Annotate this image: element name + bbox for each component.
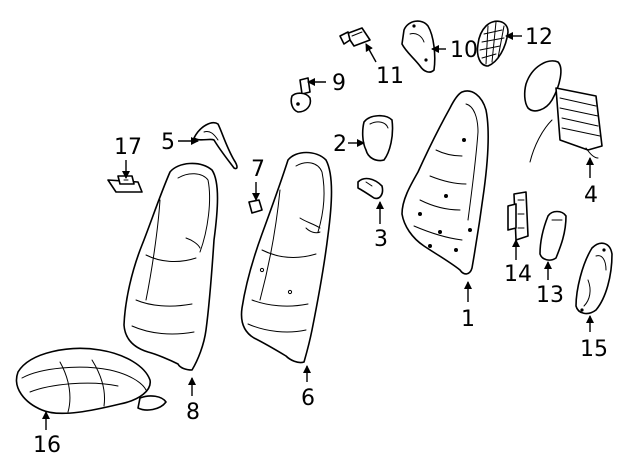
part-5-side-trim [193,122,238,170]
callout-1: 1 [461,307,475,332]
callout-7: 7 [251,157,265,182]
callout-10: 10 [450,38,478,63]
callout-5: 5 [161,130,175,155]
callout-11: 11 [376,64,404,89]
part-2-pad [361,114,394,162]
part-1-backrest-frame [401,90,489,275]
callout-16: 16 [33,433,61,458]
part-9-fastener [290,77,312,113]
part-4-lumbar-assembly [523,60,603,163]
part-14-rail [507,191,529,241]
part-11-switch [339,27,371,47]
callout-4: 4 [584,183,598,208]
part-17-bracket [107,175,143,193]
callout-labels: 1 2 3 4 5 6 7 8 9 10 11 12 13 14 15 16 1… [33,25,608,458]
callout-15: 15 [580,337,608,362]
part-8-backrest-cover [123,162,219,371]
callout-8: 8 [186,400,200,425]
callout-17: 17 [114,135,142,160]
callout-3: 3 [374,227,388,252]
callout-2: 2 [333,132,347,157]
callout-12: 12 [525,25,553,50]
part-15-side-panel [575,242,613,315]
leader-lines [42,32,594,430]
part-16-seat-cushion [15,347,167,415]
callout-6: 6 [301,386,315,411]
callout-13: 13 [536,283,564,308]
part-3-bracket [357,177,384,200]
part-12-mesh-pad [476,20,509,67]
part-13-side-pad [539,210,567,261]
part-7-clip [248,199,263,214]
part-6-backrest-pad [240,151,333,364]
part-10-side-cover [401,20,436,73]
callout-9: 9 [332,71,346,96]
callout-14: 14 [504,262,532,287]
